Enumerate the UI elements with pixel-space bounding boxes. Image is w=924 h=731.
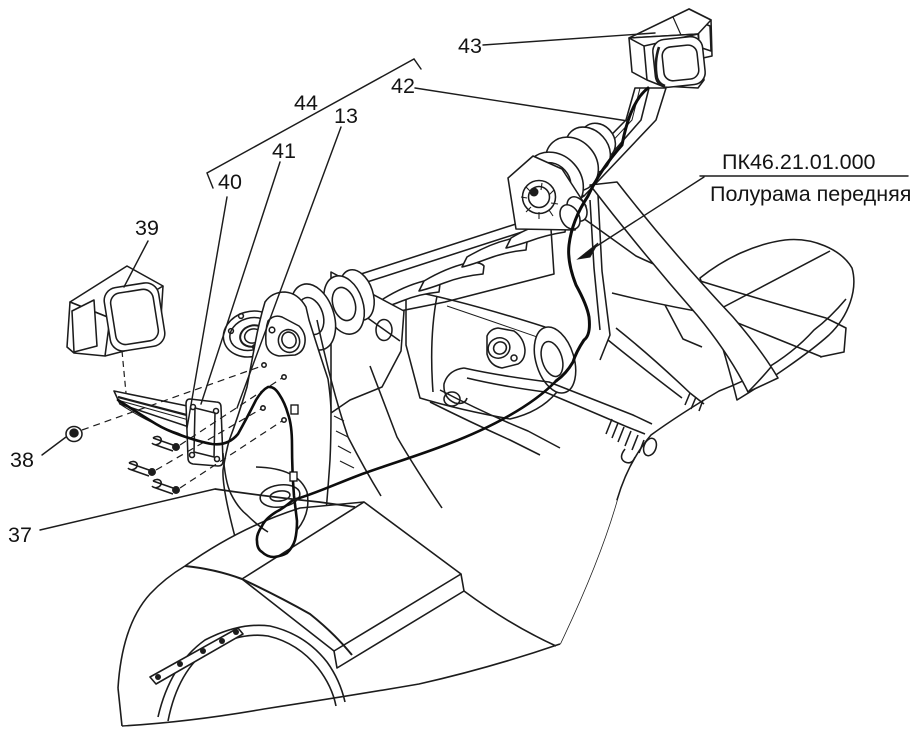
svg-text:44: 44 [294, 91, 318, 115]
svg-text:38: 38 [10, 448, 34, 472]
svg-text:39: 39 [135, 216, 159, 240]
svg-text:43: 43 [458, 34, 482, 58]
svg-text:13: 13 [334, 104, 358, 128]
svg-text:Полурама передняя: Полурама передняя [710, 182, 911, 206]
svg-text:41: 41 [272, 139, 296, 163]
svg-text:42: 42 [391, 74, 415, 98]
svg-text:37: 37 [8, 523, 32, 547]
svg-text:ПК46.21.01.000: ПК46.21.01.000 [722, 150, 876, 174]
svg-text:40: 40 [218, 170, 242, 194]
